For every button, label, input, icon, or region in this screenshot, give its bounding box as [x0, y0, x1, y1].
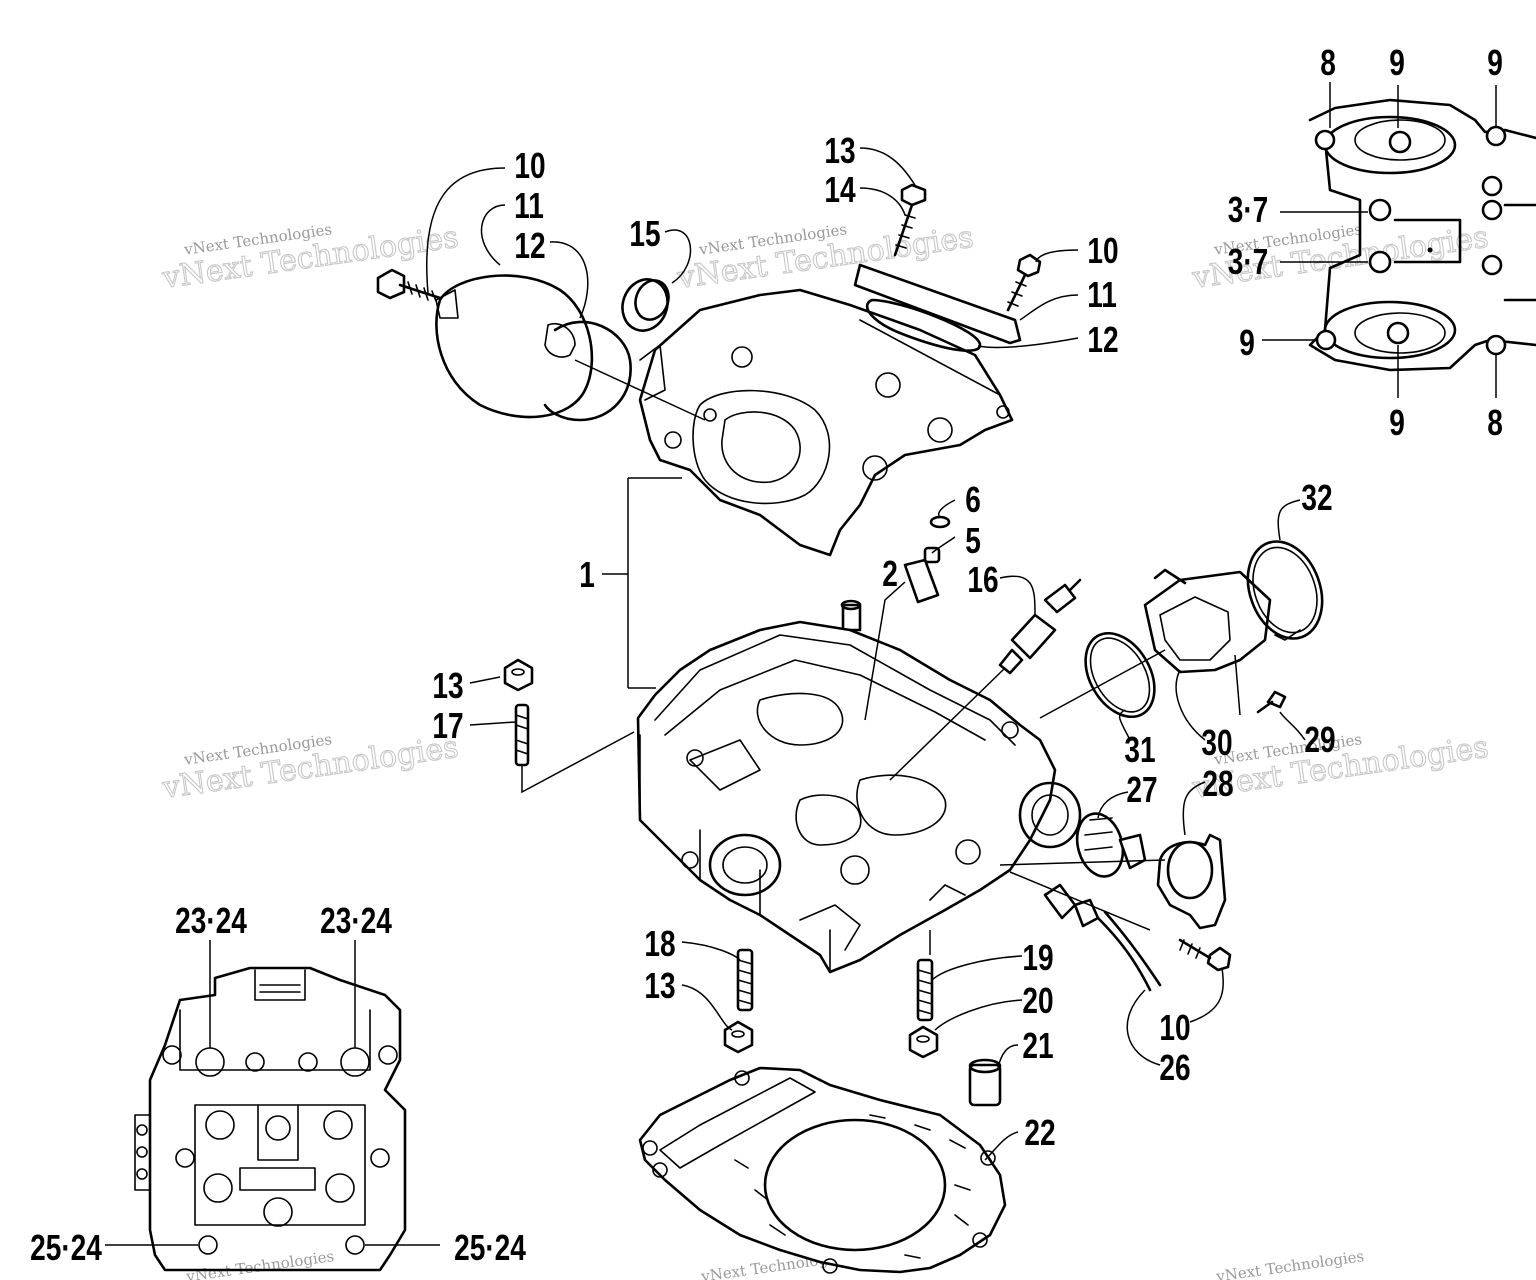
callout-6: 6 [965, 480, 981, 520]
callout-23-24: 23·24 [175, 901, 247, 941]
callout-12: 12 [1087, 320, 1118, 360]
callout-11: 11 [514, 186, 544, 226]
callout-18: 18 [644, 924, 675, 964]
callout-15: 15 [629, 214, 660, 254]
callout-13: 13 [824, 131, 855, 171]
stud-18 [736, 948, 754, 1012]
inset-head-bottom-view [134, 966, 407, 1272]
thermostat-housing-30 [1143, 568, 1272, 674]
water-outlet-28 [1156, 833, 1227, 930]
temperature-sensor-26 [1043, 883, 1162, 992]
callout-2: 2 [882, 554, 898, 594]
callout-16: 16 [967, 560, 998, 600]
callout-5: 5 [965, 521, 981, 561]
callout-28: 28 [1202, 764, 1233, 804]
thermostat-27 [1075, 812, 1147, 878]
stud-17 [514, 703, 530, 767]
callout-3-7: 3·7 [1228, 242, 1269, 282]
callout-8: 8 [1320, 43, 1336, 83]
callout-25-24: 25·24 [454, 1228, 526, 1268]
bolt-13-14 [893, 183, 927, 257]
cover-plate [853, 263, 1022, 352]
callout-13: 13 [432, 666, 463, 706]
bolt-top-left [376, 268, 442, 302]
callout-11: 11 [1087, 275, 1117, 315]
head-gasket-22 [638, 1066, 1007, 1274]
nut-13-mid [503, 658, 534, 692]
bolt-10-right [1006, 253, 1042, 312]
callout-17: 17 [432, 706, 463, 746]
callout-10: 10 [1159, 1008, 1190, 1048]
callout-9: 9 [1389, 43, 1405, 83]
bolt-10-low [1178, 938, 1232, 972]
callout-9: 9 [1239, 323, 1255, 363]
sleeve-5 [903, 546, 941, 604]
dowel-pin-2 [840, 599, 862, 632]
nut-20 [908, 1025, 939, 1059]
callout-29: 29 [1304, 720, 1335, 760]
screw-29 [1256, 690, 1287, 714]
callout-20: 20 [1022, 981, 1053, 1021]
callout-9: 9 [1389, 403, 1405, 443]
callout-23-24: 23·24 [320, 901, 392, 941]
callout-27: 27 [1126, 770, 1157, 810]
watermark-caption: vNext Technologies [1214, 1247, 1365, 1280]
hose-clamp-32 [1246, 540, 1324, 641]
callout-13: 13 [644, 966, 675, 1006]
callout-30: 30 [1201, 723, 1232, 763]
stud-19 [916, 958, 934, 1022]
callout-12: 12 [514, 226, 545, 266]
cam-end-cap [435, 274, 632, 422]
cylinder-head [636, 620, 1082, 974]
callout-26: 26 [1159, 1048, 1190, 1088]
callout-31: 31 [1124, 730, 1155, 770]
nut-13-low [723, 1020, 754, 1054]
callout-19: 19 [1022, 938, 1053, 978]
o-ring-6 [929, 515, 951, 529]
leader-lines [105, 82, 1497, 1246]
callout-25-24: 25·24 [30, 1228, 102, 1268]
callout-8: 8 [1487, 403, 1503, 443]
watermark-caption: vNext Technologies [184, 1247, 335, 1280]
callout-22: 22 [1024, 1113, 1055, 1153]
callout-14: 14 [824, 170, 855, 210]
callout-10: 10 [1087, 231, 1118, 271]
callout-32: 32 [1301, 478, 1332, 518]
callout-1: 1 [579, 555, 595, 595]
seal-ring-15 [621, 278, 670, 332]
callout-9: 9 [1487, 43, 1503, 83]
callout-labels: 10 11 12 15 13 14 10 11 12 6 5 2 16 1 13… [30, 43, 1503, 1268]
callout-21: 21 [1022, 1026, 1053, 1066]
callout-10: 10 [514, 146, 545, 186]
dowel-21 [968, 1058, 1002, 1107]
inset-cover-top-view [1308, 98, 1536, 372]
callout-3-7: 3·7 [1228, 190, 1269, 230]
spark-plug-16 [998, 578, 1082, 675]
valve-cover [638, 288, 1014, 557]
